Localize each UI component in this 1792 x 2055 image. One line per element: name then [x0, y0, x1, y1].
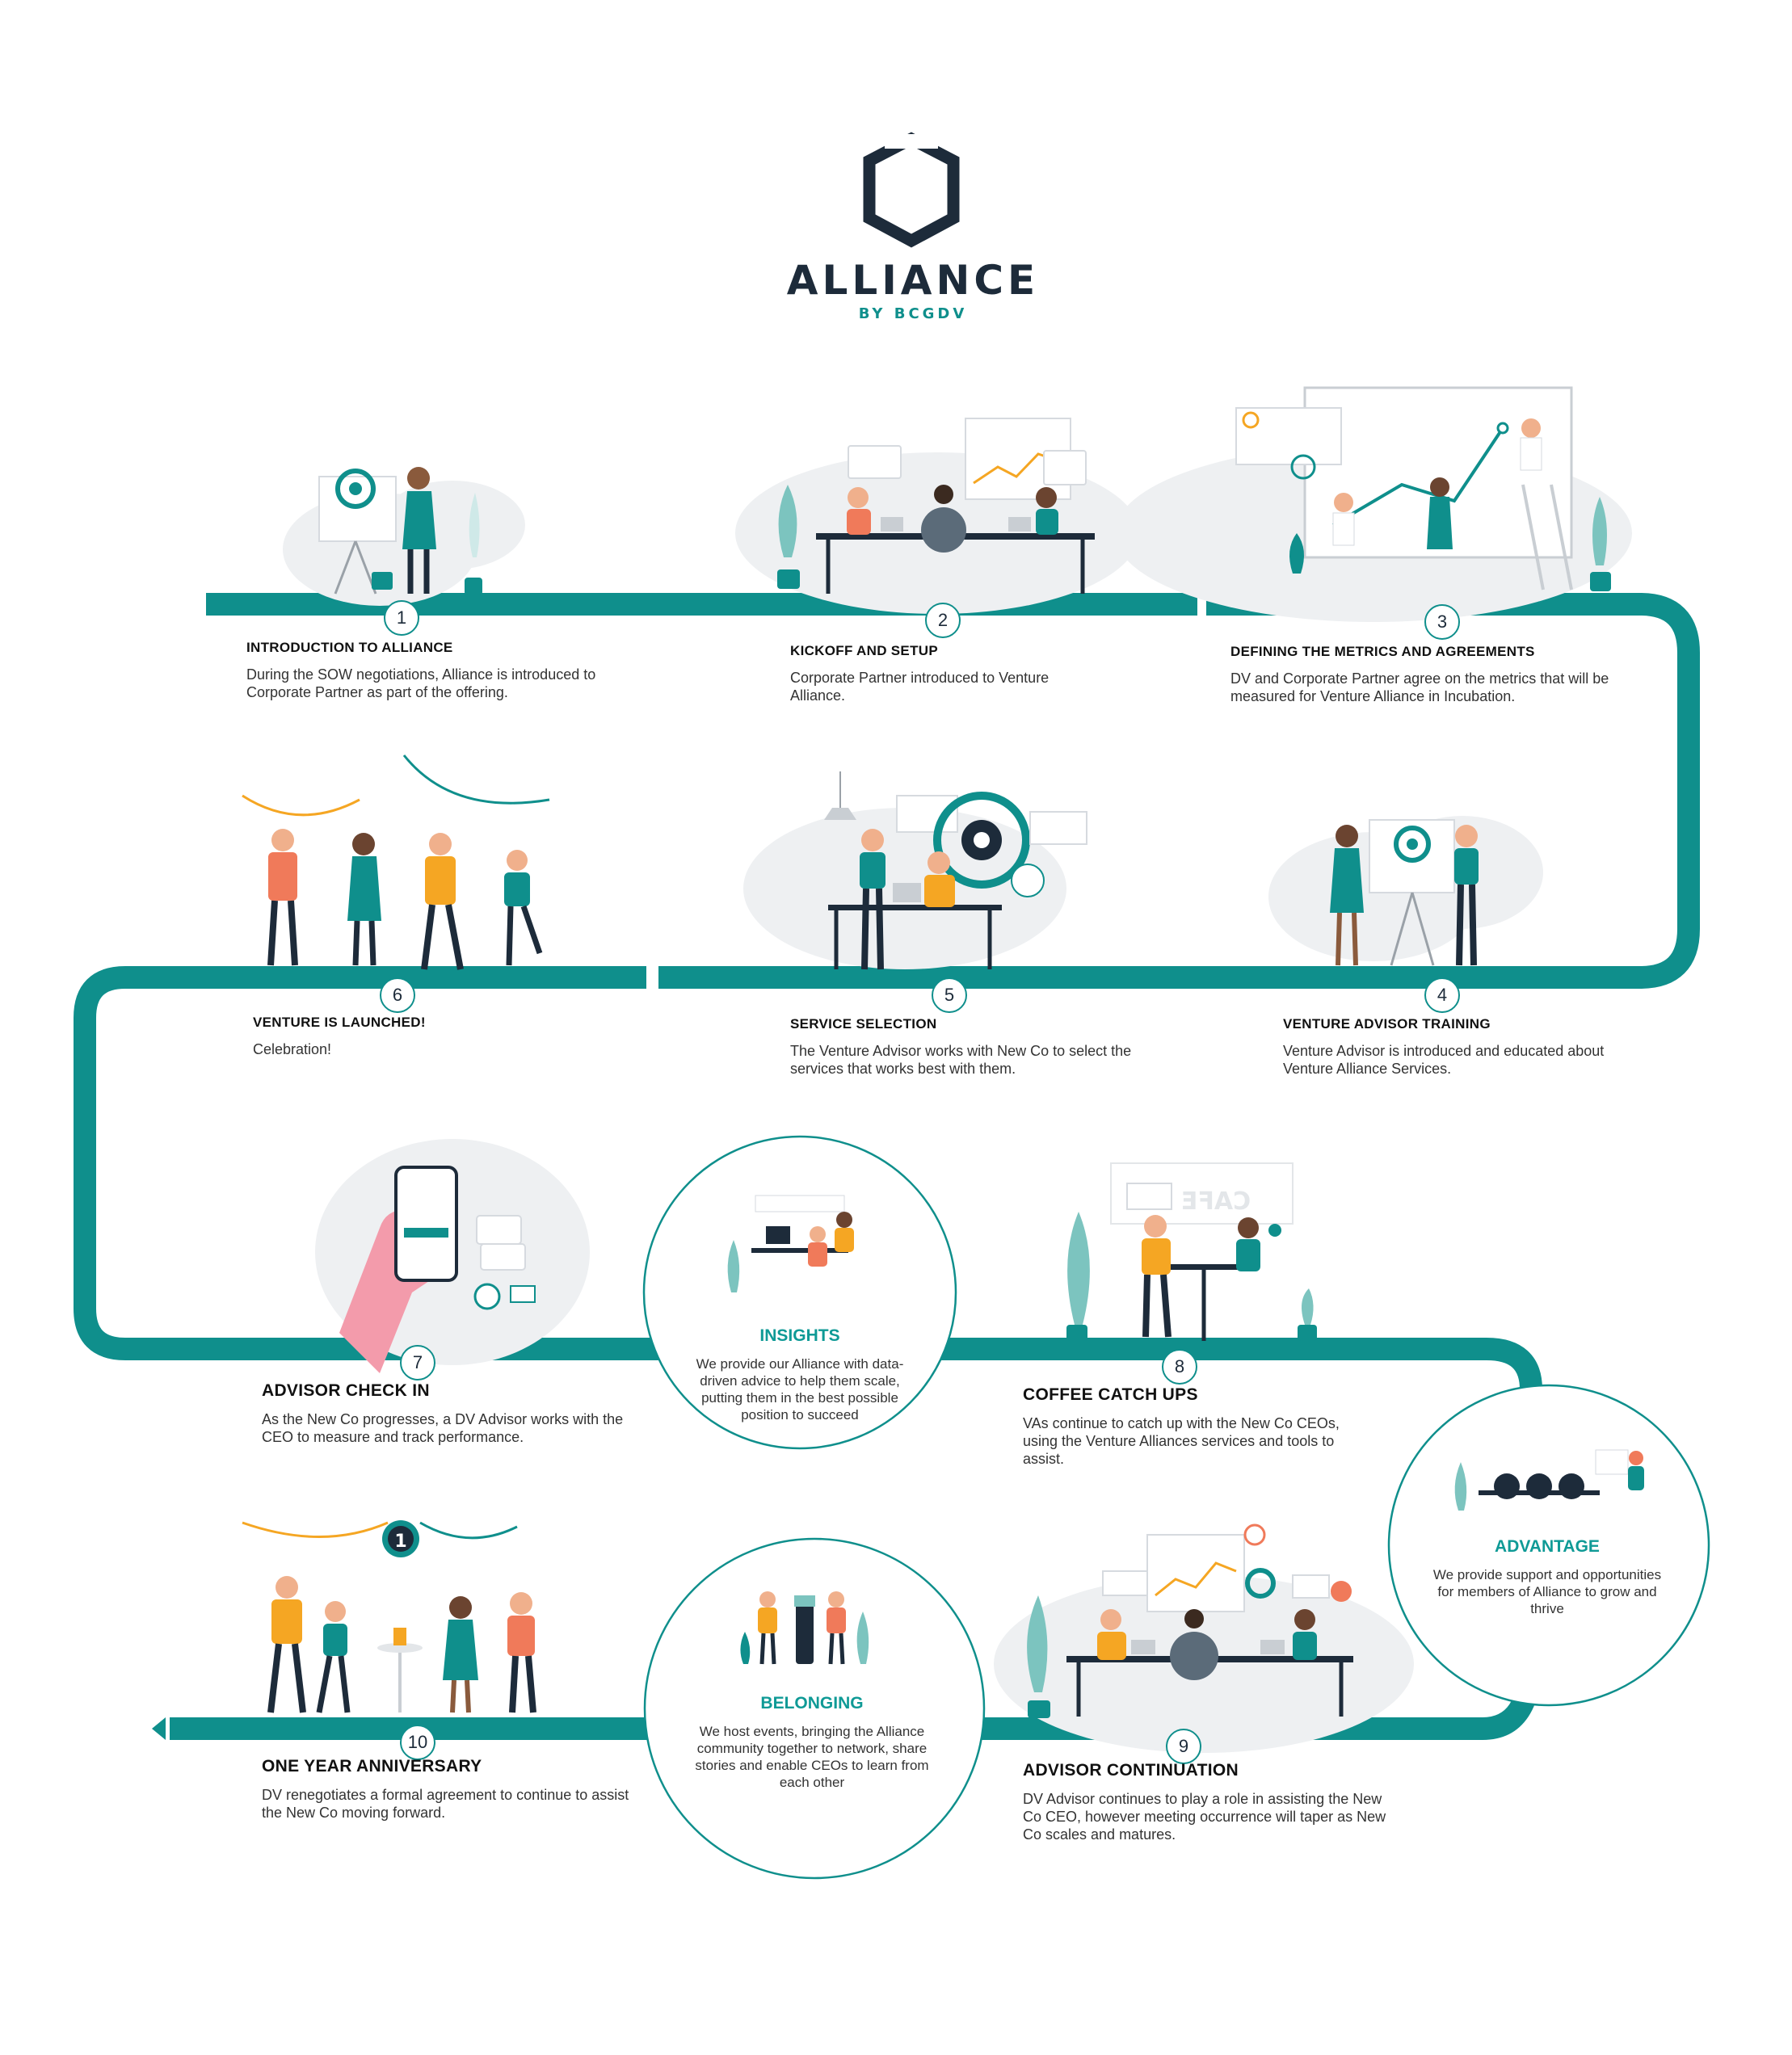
step-description: VAs continue to catch up with the New Co… [1023, 1415, 1340, 1467]
scene-kickoff [735, 418, 1139, 614]
step-description: DV Advisor continues to play a role in a… [1023, 1791, 1386, 1843]
pillar-title: INSIGHTS [759, 1326, 840, 1345]
step-description: Venture Advisor is introduced and educat… [1283, 1043, 1605, 1077]
step-7: ADVISOR CHECK IN As the New Co progresse… [262, 1381, 642, 1446]
target-icon [335, 469, 376, 509]
scene-advisor-check-in [315, 1139, 590, 1373]
step-number-10: 10 [400, 1725, 435, 1760]
pillar-description: We provide support and opportunities for… [1432, 1567, 1662, 1616]
scene-launch-celebration [242, 754, 550, 970]
step-description: During the SOW negotiations, Alliance is… [246, 666, 596, 700]
step-number-8: 8 [1162, 1349, 1197, 1385]
scene-advisor-continuation [994, 1523, 1414, 1753]
pillar-circle-insights [642, 1135, 957, 1450]
step-4: VENTURE ADVISOR TRAINING Venture Advisor… [1283, 1016, 1647, 1078]
step-title: COFFEE CATCH UPS [1023, 1385, 1198, 1404]
step-description: DV and Corporate Partner agree on the me… [1230, 670, 1609, 704]
pillar-advantage: ADVANTAGE We provide support and opportu… [1430, 1537, 1664, 1617]
laptop-icon [881, 517, 903, 532]
cafe-sign: CAFE [1181, 1187, 1251, 1216]
scene-service-selection [743, 771, 1087, 970]
pillar-title: BELONGING [760, 1694, 864, 1712]
step-2: KICKOFF AND SETUP Corporate Partner intr… [790, 643, 1057, 704]
pillar-circle-advantage [1387, 1384, 1710, 1707]
step-9: ADVISOR CONTINUATION DV Advisor continue… [1023, 1761, 1386, 1843]
pillar-description: We host events, bringing the Alliance co… [695, 1724, 929, 1790]
step-title: DEFINING THE METRICS AND AGREEMENTS [1230, 644, 1535, 659]
step-6: VENTURE IS LAUNCHED! Celebration! [253, 1015, 576, 1058]
step-number-6: 6 [380, 977, 415, 1013]
step-number-3: 3 [1424, 604, 1460, 640]
step-title: ADVISOR CHECK IN [262, 1381, 430, 1400]
mail-icon [510, 1285, 536, 1303]
step-title: ONE YEAR ANNIVERSARY [262, 1757, 482, 1776]
step-number-9: 9 [1166, 1729, 1201, 1764]
step-number-1: 1 [384, 600, 419, 636]
scene-advisor-training [1268, 816, 1543, 966]
phone-icon [473, 1283, 501, 1310]
gear-icon [1290, 454, 1316, 480]
step-number-5: 5 [932, 977, 967, 1013]
step-title: VENTURE IS LAUNCHED! [253, 1015, 426, 1030]
step-number-4: 4 [1424, 977, 1460, 1013]
step-5: SERVICE SELECTION The Venture Advisor wo… [790, 1016, 1170, 1078]
step-title: SERVICE SELECTION [790, 1016, 937, 1032]
step-description: Celebration! [253, 1041, 332, 1057]
step-title: KICKOFF AND SETUP [790, 643, 938, 658]
pillar-belonging: BELONGING We host events, bringing the A… [691, 1694, 933, 1791]
step-3: DEFINING THE METRICS AND AGREEMENTS DV a… [1230, 644, 1626, 705]
pillar-insights: INSIGHTS We provide our Alliance with da… [695, 1326, 905, 1423]
step-8: COFFEE CATCH UPS VAs continue to catch u… [1023, 1385, 1354, 1468]
road-path [74, 593, 1700, 1740]
step-title: VENTURE ADVISOR TRAINING [1283, 1016, 1491, 1032]
step-title: ADVISOR CONTINUATION [1023, 1761, 1239, 1780]
step-1: INTRODUCTION TO ALLIANCE During the SOW … [246, 640, 642, 701]
step-title: INTRODUCTION TO ALLIANCE [246, 640, 453, 655]
scene-metrics [1115, 386, 1632, 622]
step-description: As the New Co progresses, a DV Advisor w… [262, 1411, 624, 1445]
pillar-description: We provide our Alliance with data-driven… [696, 1356, 904, 1423]
step-description: The Venture Advisor works with New Co to… [790, 1043, 1132, 1077]
step-number-7: 7 [400, 1345, 435, 1381]
step-description: Corporate Partner introduced to Venture … [790, 670, 1050, 704]
road-arrow [152, 1717, 166, 1740]
pillar-circle-belonging [643, 1537, 986, 1880]
scene-anniversary: 1 [242, 1520, 536, 1713]
plant-icon [469, 493, 480, 557]
step-number-2: 2 [925, 603, 961, 638]
pillar-title: ADVANTAGE [1495, 1537, 1600, 1556]
scene-introduction [283, 467, 525, 606]
anniversary-badge: 1 [394, 1532, 406, 1552]
hexagon-logo-icon [863, 132, 960, 248]
logo-wordmark: ALLIANCE [786, 257, 1040, 304]
step-10: ONE YEAR ANNIVERSARY DV renegotiates a f… [262, 1757, 650, 1822]
logo-subtitle: BY BCGDV [858, 305, 968, 322]
step-description: DV renegotiates a formal agreement to co… [262, 1787, 629, 1821]
scene-coffee-catch-ups: CAFE [1066, 1162, 1317, 1341]
chat-icon [480, 1243, 526, 1271]
